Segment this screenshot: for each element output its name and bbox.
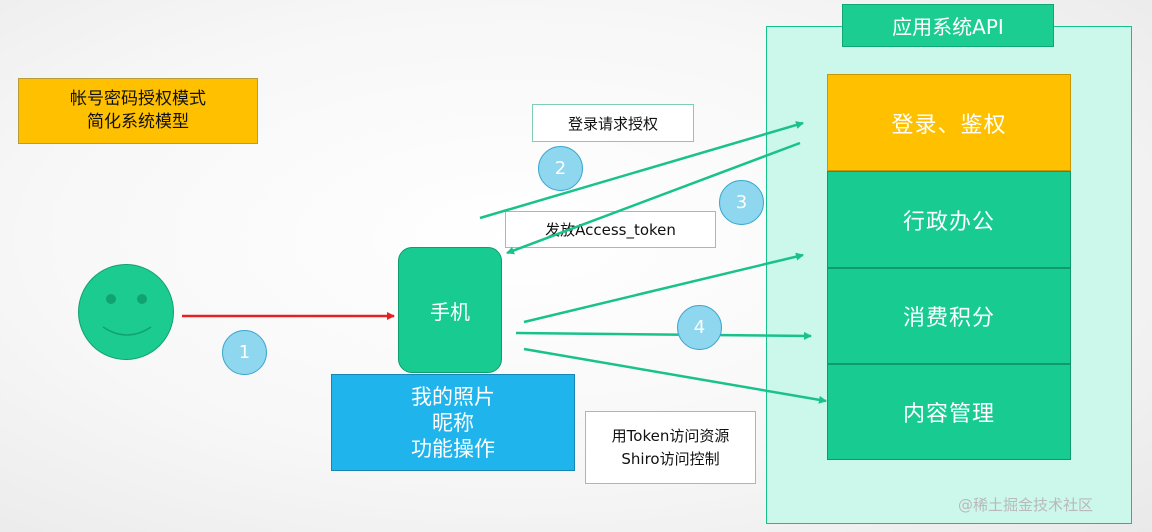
step-4-badge: 4 [677, 305, 722, 350]
arrow-to-admin [523, 252, 804, 324]
left-eye [106, 294, 116, 304]
arrow-login-request [479, 121, 804, 220]
api-block-login: 登录、鉴权 [827, 74, 1071, 171]
phone-box: 手机 [398, 247, 502, 373]
user-smiley-icon [78, 264, 174, 360]
api-block-points: 消费积分 [827, 268, 1071, 364]
step-2-badge: 2 [538, 146, 583, 191]
watermark: @稀土掘金技术社区 [958, 496, 1094, 514]
arrow-issue-token [506, 141, 801, 255]
token-access-line-2: Shiro访问控制 [621, 449, 720, 468]
arrow-to-points [515, 331, 812, 340]
feature-photos: 我的照片 [411, 384, 495, 409]
feature-nickname: 昵称 [432, 410, 474, 435]
api-block-content: 内容管理 [827, 364, 1071, 460]
smile-mouth [102, 326, 152, 336]
token-access-label: 用Token访问资源 Shiro访问控制 [585, 411, 756, 484]
title-line-2: 简化系统模型 [87, 112, 189, 132]
feature-operations: 功能操作 [411, 436, 495, 461]
arrow-to-content [523, 347, 827, 404]
login-request-label: 登录请求授权 [532, 104, 694, 142]
title-box: 帐号密码授权模式 简化系统模型 [18, 78, 258, 144]
phone-features-box: 我的照片 昵称 功能操作 [331, 374, 575, 471]
title-line-1: 帐号密码授权模式 [70, 89, 206, 109]
api-block-admin: 行政办公 [827, 171, 1071, 268]
token-access-line-1: 用Token访问资源 [611, 426, 730, 445]
step-1-badge: 1 [222, 330, 267, 375]
api-title: 应用系统API [842, 4, 1054, 47]
step-3-badge: 3 [719, 180, 764, 225]
right-eye [137, 294, 147, 304]
